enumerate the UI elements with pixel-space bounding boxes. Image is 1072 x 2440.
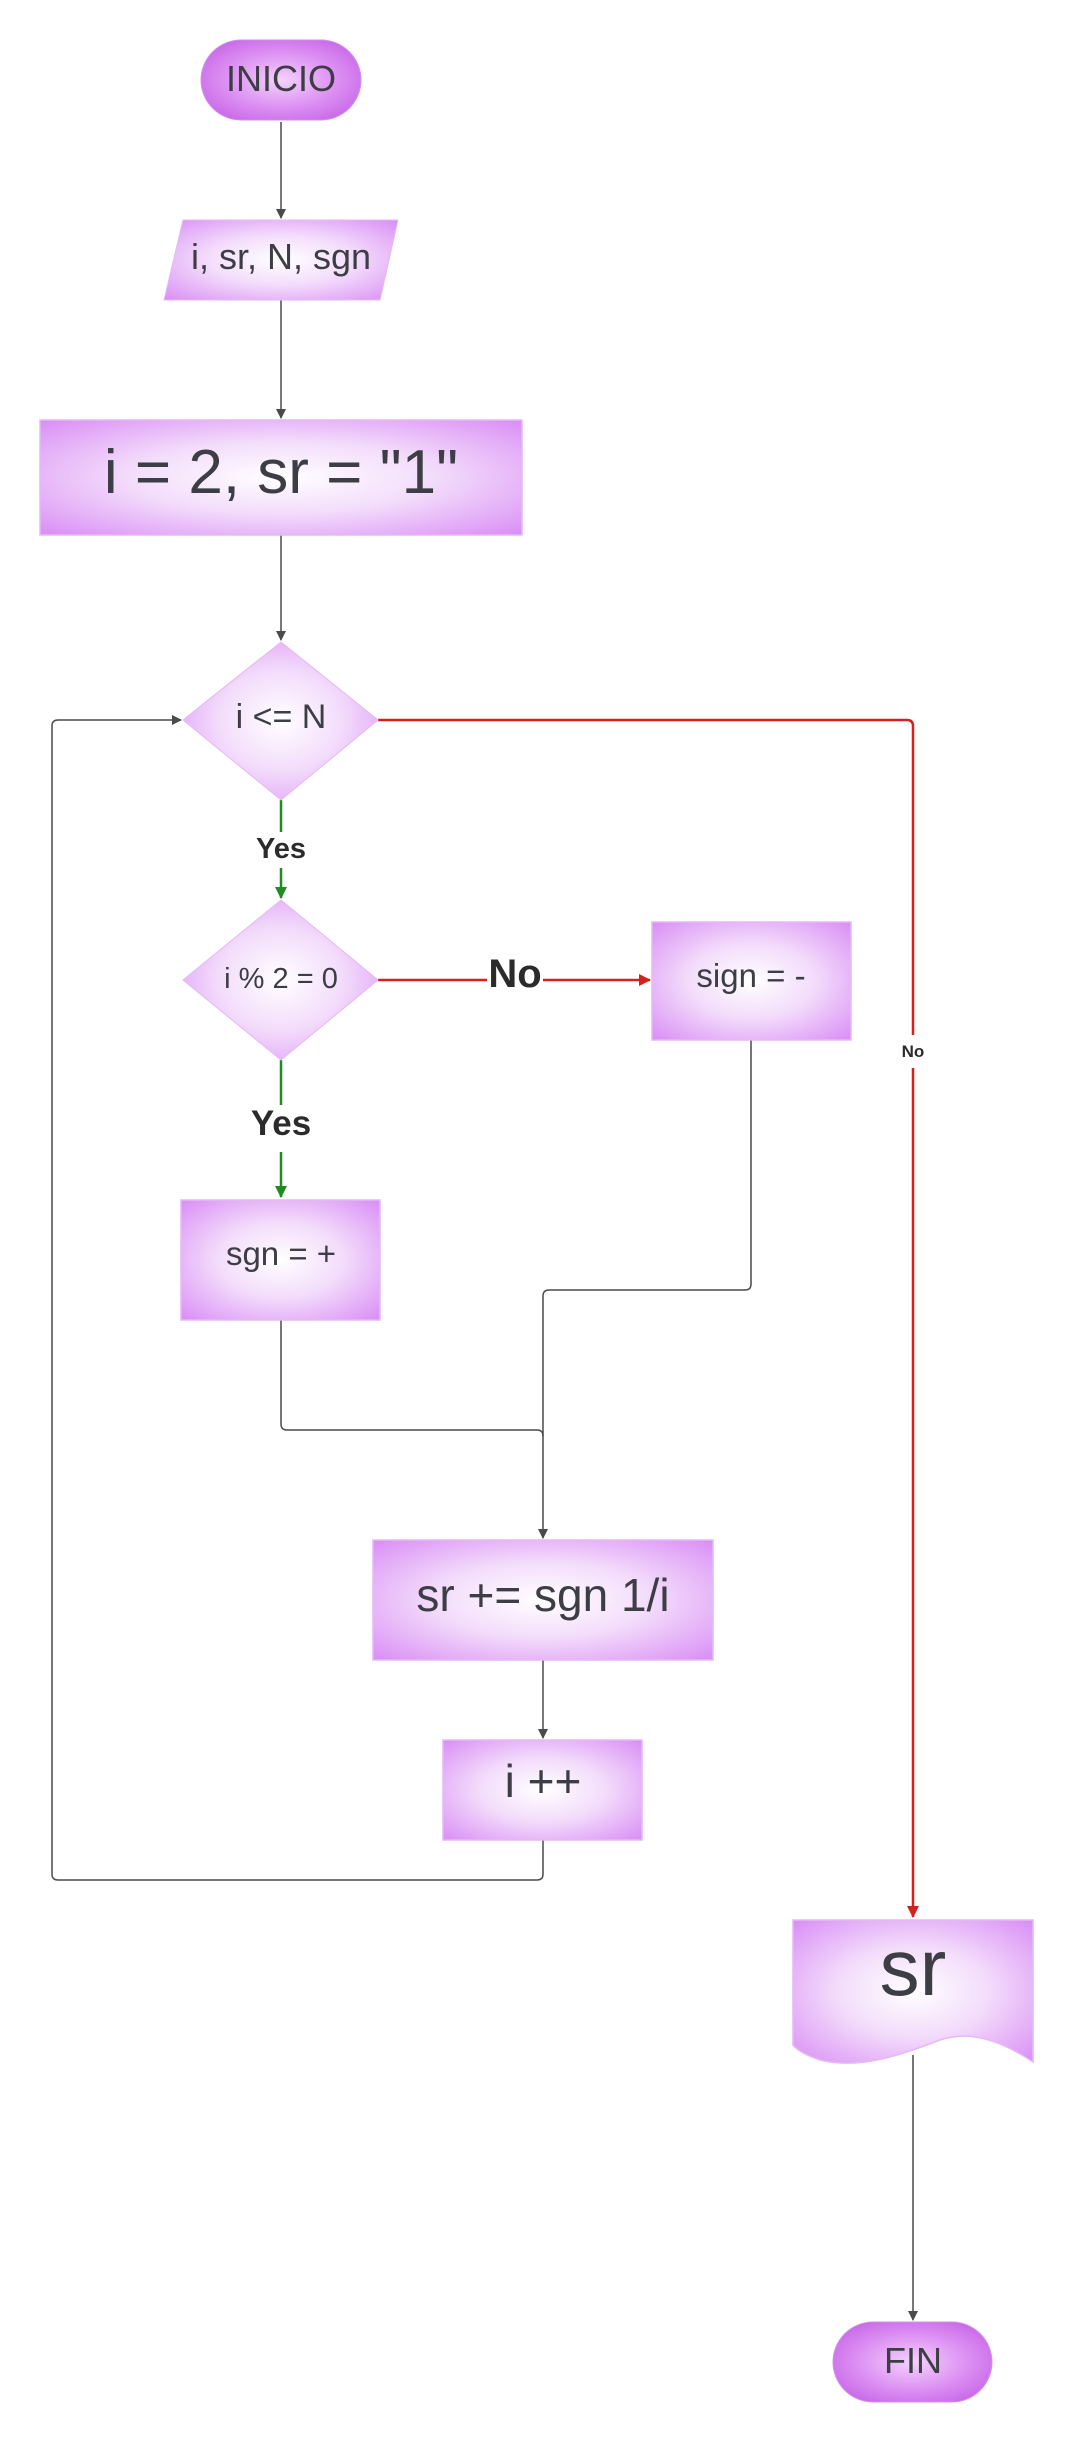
sign-negative-label: sign = - — [696, 957, 805, 994]
edge-increment-back-to-loop — [51, 715, 544, 1881]
end-label: FIN — [884, 2340, 942, 2381]
init-process-box[interactable]: i = 2, sr = "1" — [39, 419, 523, 536]
input-label: i, sr, N, sgn — [191, 236, 371, 277]
edge-sign-negative-to-accumulate — [538, 1040, 752, 1539]
edge-labels: Yes No Yes No — [251, 833, 925, 1143]
increment-box[interactable]: i ++ — [442, 1739, 643, 1841]
edge-label-parity-yes: Yes — [251, 1104, 311, 1143]
parity-check-label: i % 2 = 0 — [224, 963, 338, 995]
output-label: sr — [880, 1923, 947, 2012]
start-label: INICIO — [226, 58, 336, 99]
sign-negative-box[interactable]: sign = - — [651, 921, 852, 1041]
output-document[interactable]: sr — [792, 1919, 1034, 2064]
input-parallelogram[interactable]: i, sr, N, sgn — [163, 219, 399, 301]
edge-loop-no-top — [378, 718, 915, 1035]
start-terminator[interactable]: INICIO — [200, 39, 362, 121]
loop-condition-label: i <= N — [236, 698, 327, 736]
sign-positive-label: sgn = + — [226, 1235, 336, 1272]
edge-label-parity-no: No — [488, 952, 541, 996]
loop-decision-diamond[interactable]: i <= N — [182, 641, 379, 801]
edges — [51, 122, 919, 2321]
edge-label-loop-yes: Yes — [256, 833, 306, 865]
accumulate-label: sr += sgn 1/i — [416, 1569, 669, 1621]
end-terminator[interactable]: FIN — [832, 2321, 993, 2403]
accumulate-box[interactable]: sr += sgn 1/i — [372, 1539, 714, 1661]
increment-label: i ++ — [505, 1755, 582, 1807]
init-label: i = 2, sr = "1" — [104, 438, 458, 507]
edge-sign-positive-to-accumulate — [280, 1320, 544, 1437]
edge-label-loop-no: No — [902, 1042, 925, 1061]
nodes: INICIO i, sr, N, sgn i = 2, sr = "1" i <… — [39, 39, 1034, 2403]
sign-positive-box[interactable]: sgn = + — [180, 1199, 381, 1321]
parity-decision-diamond[interactable]: i % 2 = 0 — [182, 899, 379, 1061]
